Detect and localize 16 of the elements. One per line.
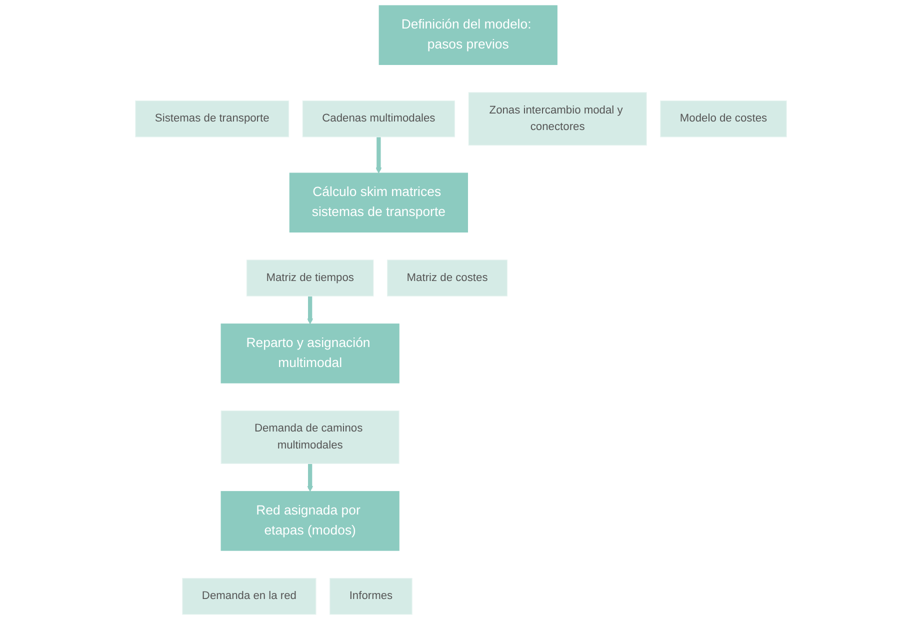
node-box: Demanda de caminos multimodales	[220, 410, 400, 464]
arrow	[307, 296, 314, 324]
node-box: Matriz de tiempos	[246, 260, 374, 296]
node-box: Demanda en la red	[182, 578, 316, 615]
node-box: Definición del modelo: pasos previos	[378, 5, 558, 65]
node-box: Cálculo skim matrices sistemas de transporte	[289, 172, 468, 232]
node-box: Cadenas multimodales	[302, 100, 456, 138]
arrow	[376, 136, 382, 174]
node-box: Sistemas de transporte	[135, 100, 290, 138]
arrow	[307, 464, 314, 492]
node-box: Red asignada por etapas (modos)	[220, 491, 400, 551]
node-box: Zonas intercambio modal y conectores	[468, 92, 647, 146]
node-box: Reparto y asignación multimodal	[220, 324, 400, 384]
node-box: Informes	[330, 578, 412, 615]
node-box: Matriz de costes	[386, 260, 508, 296]
node-box: Modelo de costes	[660, 100, 787, 138]
